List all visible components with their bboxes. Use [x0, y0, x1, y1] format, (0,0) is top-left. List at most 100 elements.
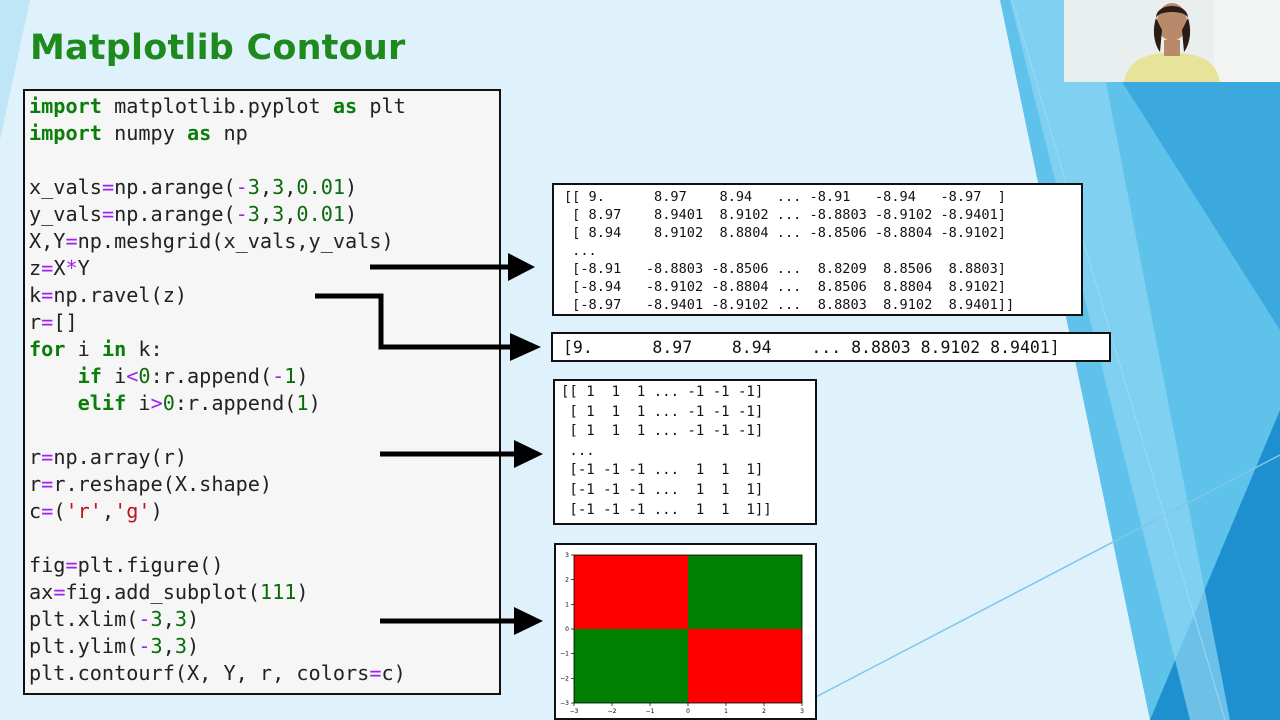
code-token: 0.01 [296, 202, 346, 226]
code-token: c [29, 499, 42, 523]
z-matrix-output: [[ 9. 8.97 8.94 ... -8.91 -8.94 -8.97 ] … [552, 183, 1083, 316]
code-token: as [332, 94, 358, 118]
code-token: ) [308, 391, 321, 415]
code-token: - [235, 202, 248, 226]
code-token: r [29, 472, 42, 496]
code-token: 3 [247, 202, 260, 226]
code-token: x_vals [29, 175, 102, 199]
code-line: fig=plt.figure() [29, 552, 499, 579]
code-token: np.arange( [114, 202, 236, 226]
code-token: = [101, 202, 115, 226]
code-token: plt [357, 94, 406, 118]
code-token: = [53, 580, 66, 604]
z-matrix-line: [ 8.94 8.9102 8.8804 ... -8.8506 -8.8804… [564, 225, 1006, 241]
code-token: :r.append( [174, 391, 297, 415]
code-token: X,Y [29, 229, 66, 253]
code-token: np.meshgrid(x_vals,y_vals) [77, 229, 394, 253]
code-token: np.arange( [114, 175, 236, 199]
code-token: z [29, 256, 42, 280]
z-matrix-line: [-8.97 -8.9401 -8.9102 ... 8.8803 8.9102… [564, 297, 1015, 313]
code-line: k=np.ravel(z) [29, 282, 499, 309]
code-token: i [101, 364, 127, 388]
code-token: - [138, 634, 151, 658]
code-line: elif i>0:r.append(1) [29, 390, 499, 417]
r-matrix-line: [-1 -1 -1 ... 1 1 1] [561, 481, 764, 498]
code-token: = [41, 445, 54, 469]
z-matrix-line: ... [564, 243, 597, 259]
code-token: np.array(r) [53, 445, 188, 469]
code-token: , [162, 607, 175, 631]
code-token: ) [345, 202, 358, 226]
code-line: import numpy as np [29, 120, 499, 147]
z-matrix-line: [[ 9. 8.97 8.94 ... -8.91 -8.94 -8.97 ] [564, 189, 1006, 205]
code-token: [] [53, 310, 78, 334]
presenter-webcam [1064, 0, 1280, 82]
code-token: ) [187, 607, 200, 631]
code-token: r.reshape(X.shape) [53, 472, 273, 496]
code-token: X [53, 256, 66, 280]
x-tick-label: 3 [800, 708, 804, 715]
code-token: c) [381, 661, 406, 685]
code-token [29, 391, 78, 415]
presenter-video-icon [1064, 0, 1280, 82]
code-token: elif [77, 391, 127, 415]
code-token: plt.figure() [77, 553, 224, 577]
code-token: r [29, 310, 42, 334]
code-token: np [211, 121, 248, 145]
code-line: y_vals=np.arange(-3,3,0.01) [29, 201, 499, 228]
code-token: ) [187, 634, 200, 658]
y-tick-label: 2 [565, 577, 569, 584]
code-token: < [126, 364, 139, 388]
code-token: - [272, 364, 285, 388]
code-line: r=r.reshape(X.shape) [29, 471, 499, 498]
code-token: , [259, 202, 273, 226]
code-token: import [29, 94, 102, 118]
r-matrix-line: [ 1 1 1 ... -1 -1 -1] [561, 423, 764, 440]
x-tick-label: 1 [724, 708, 728, 715]
code-token: = [41, 499, 54, 523]
code-token: - [138, 607, 151, 631]
code-token: 1 [284, 364, 297, 388]
code-line: c=('r','g') [29, 498, 499, 525]
contour-region-red [688, 629, 802, 703]
code-token: for [29, 337, 66, 361]
code-token: 3 [272, 202, 285, 226]
y-tick-label: −2 [560, 675, 569, 682]
x-tick-label: 2 [762, 708, 766, 715]
code-token: if [77, 364, 102, 388]
code-token: ) [296, 580, 309, 604]
code-token: 1 [296, 391, 309, 415]
ravel-output-line: [9. 8.97 8.94 ... 8.8803 8.9102 8.9401] [563, 338, 1060, 357]
code-line [29, 525, 499, 552]
code-line: plt.xlim(-3,3) [29, 606, 499, 633]
r-matrix-output: [[ 1 1 1 ... -1 -1 -1] [ 1 1 1 ... -1 -1… [553, 379, 817, 525]
ravel-output: [9. 8.97 8.94 ... 8.8803 8.9102 8.9401] [551, 332, 1111, 362]
code-token: ) [150, 499, 163, 523]
code-token: i [126, 391, 151, 415]
code-line: ax=fig.add_subplot(111) [29, 579, 499, 606]
code-line [29, 417, 499, 444]
code-token: 3 [174, 607, 188, 631]
contour-region-red [574, 555, 688, 629]
code-token: as [187, 121, 212, 145]
code-token: = [65, 553, 78, 577]
code-token: np.ravel(z) [53, 283, 188, 307]
code-token: i [65, 337, 102, 361]
code-token: 0 [138, 364, 151, 388]
code-line: plt.contourf(X, Y, r, colors=c) [29, 660, 499, 687]
code-token: , [284, 202, 297, 226]
code-line: x_vals=np.arange(-3,3,0.01) [29, 174, 499, 201]
code-token: plt.xlim( [29, 607, 139, 631]
code-token: = [41, 283, 54, 307]
code-token: fig.add_subplot( [65, 580, 260, 604]
code-token: 3 [150, 607, 163, 631]
code-token: = [65, 229, 78, 253]
contour-region-green [688, 555, 802, 629]
z-matrix-line: [ 8.97 8.9401 8.9102 ... -8.8803 -8.9102… [564, 207, 1006, 223]
y-tick-label: 0 [565, 626, 569, 633]
code-token: = [41, 256, 54, 280]
code-token: , [162, 634, 175, 658]
code-token: in [101, 337, 127, 361]
code-line: z=X*Y [29, 255, 499, 282]
